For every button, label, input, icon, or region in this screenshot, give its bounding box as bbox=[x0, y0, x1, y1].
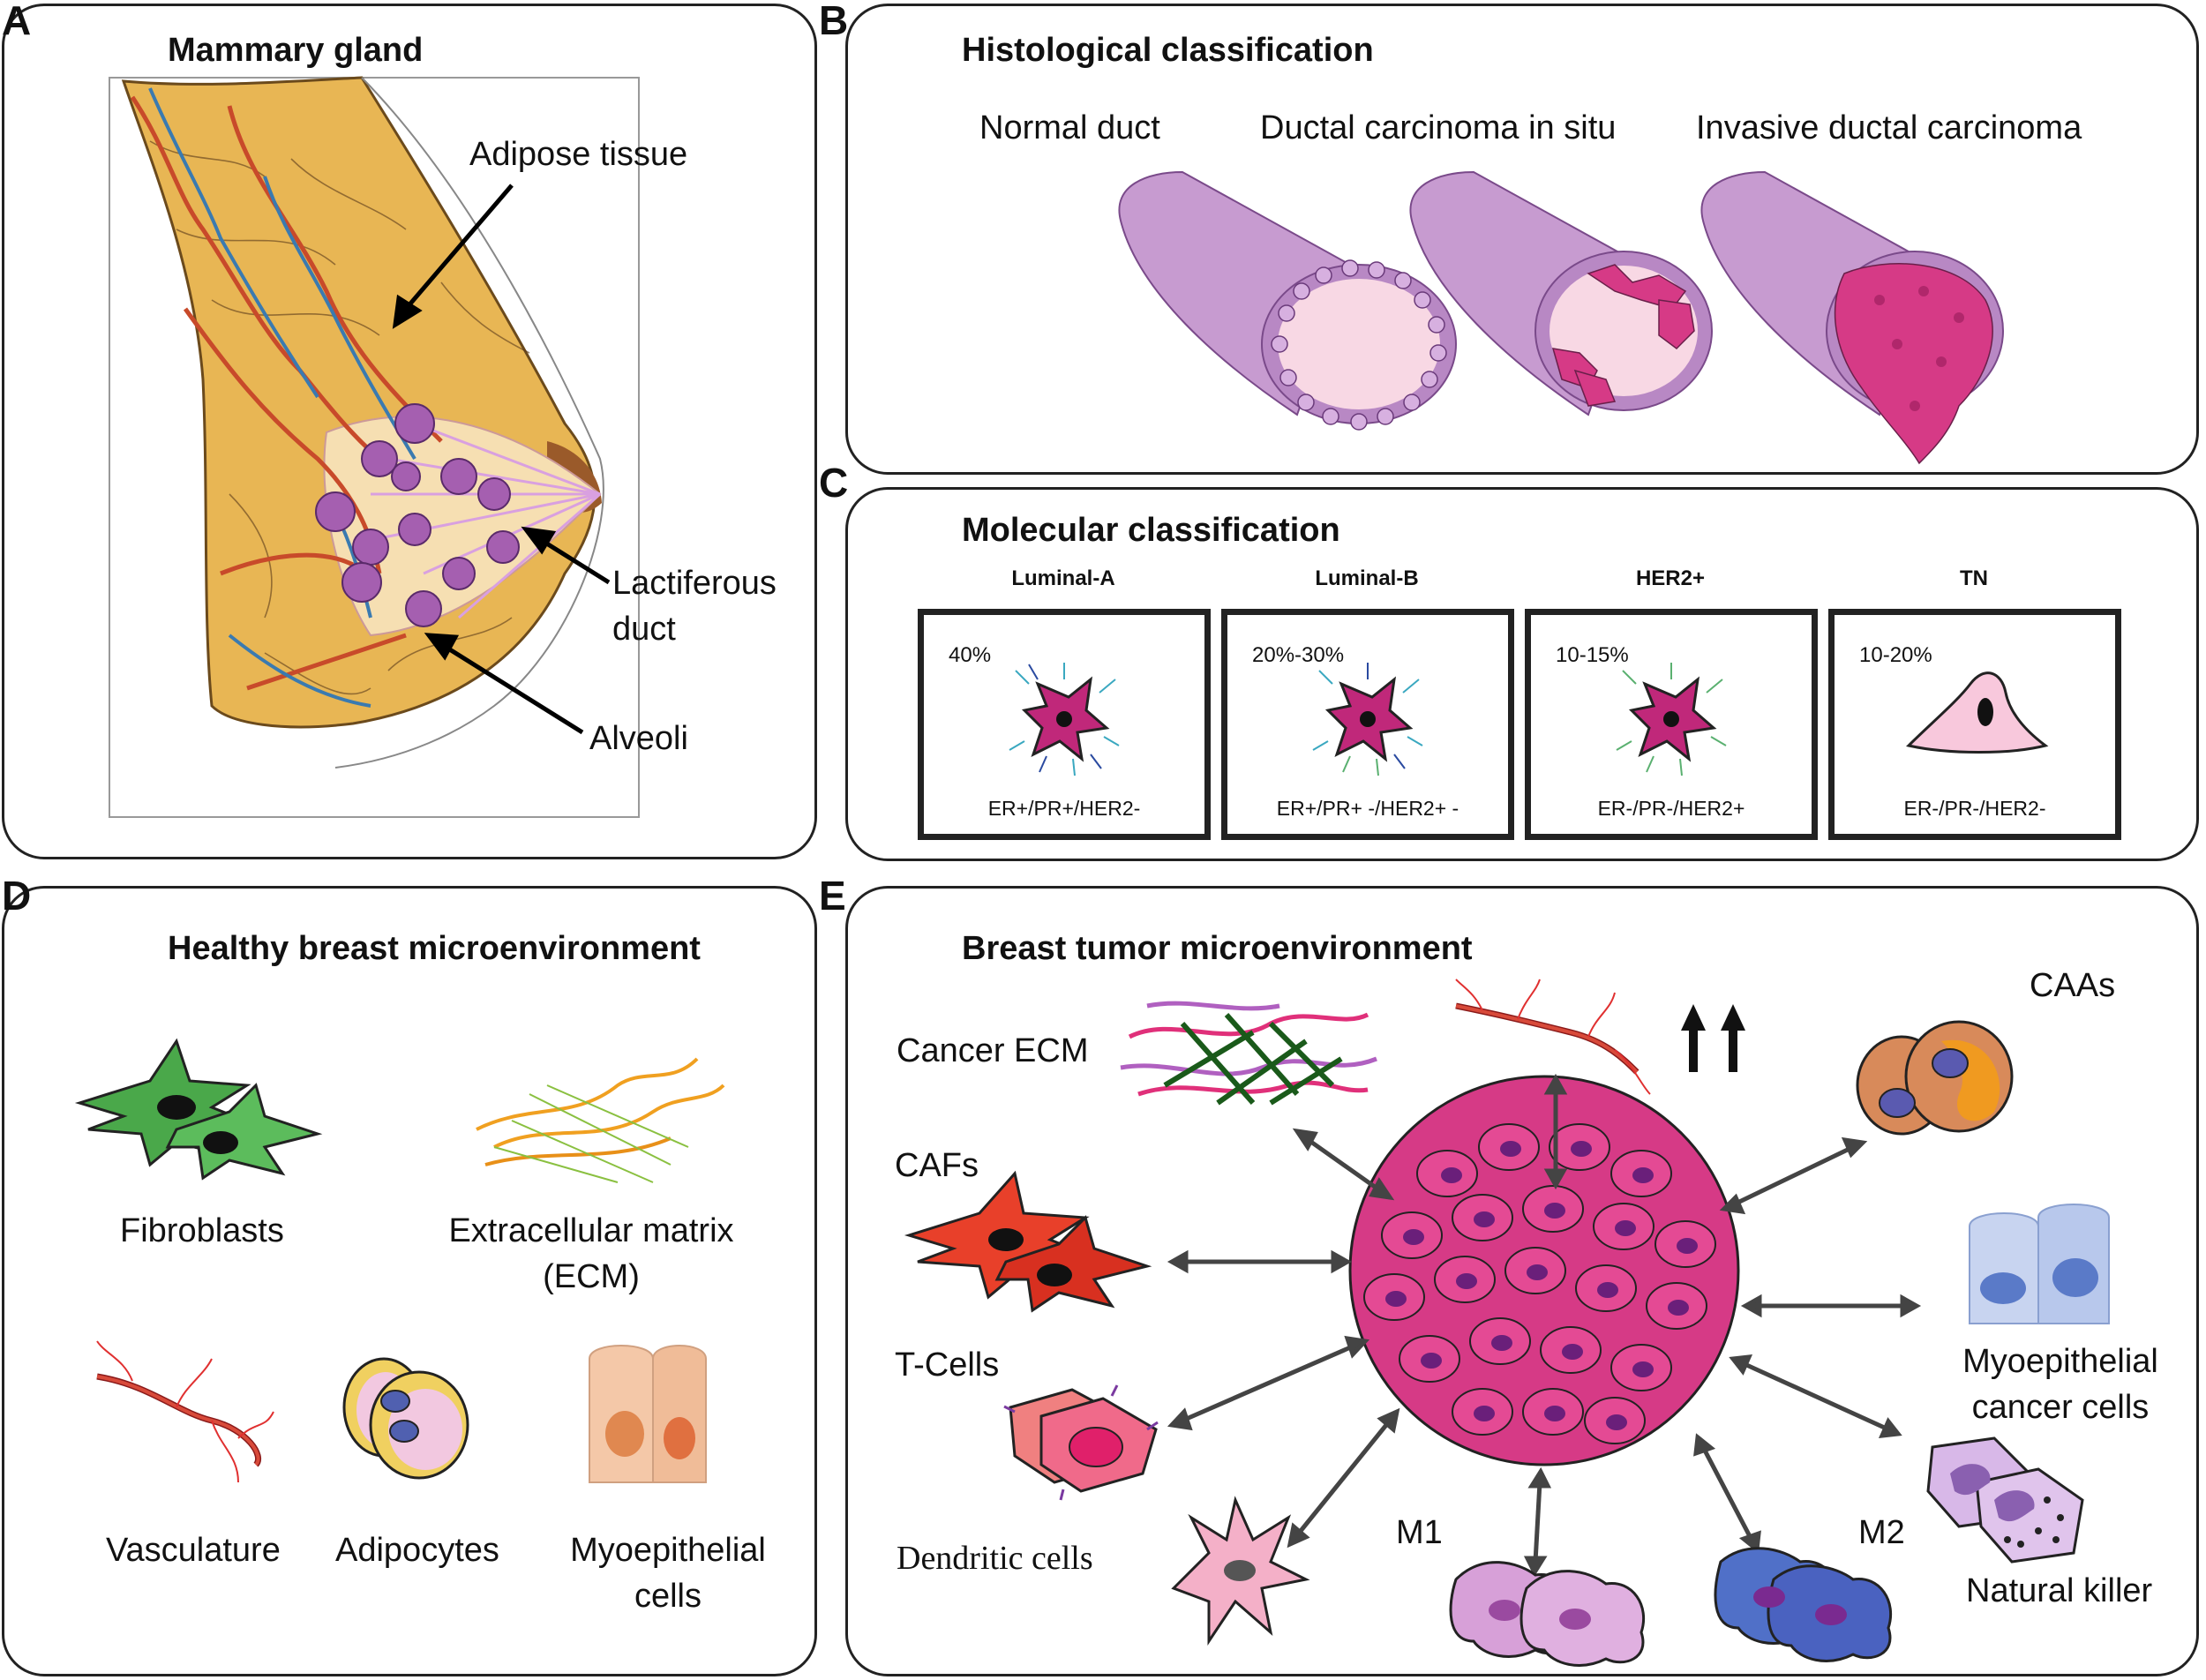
stage-idc: Invasive ductal carcinoma bbox=[1696, 109, 2082, 146]
label-myoepithelial-cancer: Myoepithelial bbox=[1962, 1343, 2158, 1380]
dendritic-cells-illustration bbox=[1171, 1496, 1310, 1646]
subtype-receptors: ER+/PR+ -/HER2+ - bbox=[1276, 797, 1459, 820]
panel-a-title: Mammary gland bbox=[168, 32, 424, 69]
subtype-name-luminal-a: Luminal-A bbox=[1011, 566, 1115, 590]
label-adipocytes: Adipocytes bbox=[335, 1532, 499, 1569]
subtype-percent: 20%-30% bbox=[1252, 643, 1345, 667]
myoepithelial-illustration bbox=[589, 1345, 707, 1483]
increase-arrows-icon bbox=[1681, 1004, 1745, 1072]
label-myoepithelial-cancer-cells: cancer cells bbox=[1971, 1389, 2150, 1426]
subtype-percent: 10-20% bbox=[1859, 643, 1932, 667]
cell-luminal-b bbox=[1312, 663, 1423, 776]
subtype-percent: 40% bbox=[949, 643, 992, 667]
panel-d-healthy bbox=[2, 886, 817, 1676]
subtype-percent: 10-15% bbox=[1556, 643, 1629, 667]
t-cells-illustration bbox=[1003, 1384, 1159, 1501]
caas-illustration bbox=[1856, 1020, 2014, 1136]
m2-macrophage-illustration bbox=[1714, 1547, 1893, 1662]
tumor-mass bbox=[1348, 1075, 1740, 1466]
natural-killer-illustration bbox=[1926, 1436, 2084, 1564]
panel-b-title: Histological classification bbox=[962, 32, 1374, 69]
label-natural-killer: Natural killer bbox=[1966, 1572, 2153, 1609]
panel-e-title: Breast tumor microenvironment bbox=[962, 930, 1473, 967]
label-lactiferous: Lactiferous bbox=[612, 565, 777, 602]
myoepithelial-cancer-illustration bbox=[1969, 1204, 2110, 1324]
subtype-name-tn: TN bbox=[1960, 566, 1988, 590]
tumor-vasculature-illustration bbox=[1455, 979, 1651, 1095]
vasculature-illustration bbox=[96, 1340, 274, 1483]
label-fibroblasts: Fibroblasts bbox=[120, 1212, 284, 1249]
label-ecm-line1: Extracellular matrix bbox=[448, 1212, 734, 1249]
cafs-illustration bbox=[904, 1170, 1152, 1313]
m1-macrophage-illustration bbox=[1449, 1561, 1646, 1667]
label-cafs: CAFs bbox=[895, 1147, 979, 1184]
panel-letter-a: A bbox=[2, 0, 32, 43]
cell-her2 bbox=[1616, 663, 1727, 776]
label-cancer-ecm: Cancer ECM bbox=[897, 1032, 1089, 1069]
ecm-illustration bbox=[476, 1057, 725, 1183]
panel-letter-b: B bbox=[819, 0, 849, 43]
cancer-ecm-illustration bbox=[1120, 1001, 1377, 1106]
fibroblast-illustration bbox=[74, 1038, 323, 1181]
label-duct: duct bbox=[612, 611, 676, 648]
label-m2: M2 bbox=[1858, 1514, 1905, 1551]
subtype-receptors: ER-/PR-/HER2- bbox=[1903, 797, 2046, 820]
label-myoepithelial-cells: cells bbox=[634, 1578, 702, 1615]
cell-luminal-a bbox=[1009, 663, 1120, 776]
label-ecm-line2: (ECM) bbox=[543, 1258, 640, 1295]
panel-letter-d: D bbox=[2, 873, 32, 919]
panel-letter-e: E bbox=[819, 873, 846, 919]
adipocytes-illustration bbox=[342, 1357, 469, 1480]
subtype-name-luminal-b: Luminal-B bbox=[1315, 566, 1419, 590]
label-myoepithelial: Myoepithelial bbox=[570, 1532, 766, 1569]
label-adipose-tissue: Adipose tissue bbox=[469, 136, 688, 173]
label-caas: CAAs bbox=[2030, 967, 2116, 1004]
interaction-arrows bbox=[1167, 1073, 1922, 1578]
cell-triple-negative bbox=[1906, 671, 2049, 754]
subtype-receptors: ER+/PR+/HER2- bbox=[987, 797, 1141, 820]
label-alveoli: Alveoli bbox=[589, 720, 688, 757]
label-m1: M1 bbox=[1396, 1514, 1443, 1551]
label-t-cells: T-Cells bbox=[895, 1346, 1000, 1384]
panel-d-title: Healthy breast microenvironment bbox=[168, 930, 701, 967]
subtype-receptors: ER-/PR-/HER2+ bbox=[1597, 797, 1745, 820]
subtype-name-her2: HER2+ bbox=[1635, 566, 1706, 590]
stage-normal-duct: Normal duct bbox=[979, 109, 1160, 146]
label-vasculature: Vasculature bbox=[106, 1532, 281, 1569]
label-dendritic-cells: Dendritic cells bbox=[897, 1540, 1093, 1577]
panel-c-title: Molecular classification bbox=[962, 512, 1340, 549]
stage-dcis: Ductal carcinoma in situ bbox=[1260, 109, 1617, 146]
panel-letter-c: C bbox=[819, 460, 849, 506]
